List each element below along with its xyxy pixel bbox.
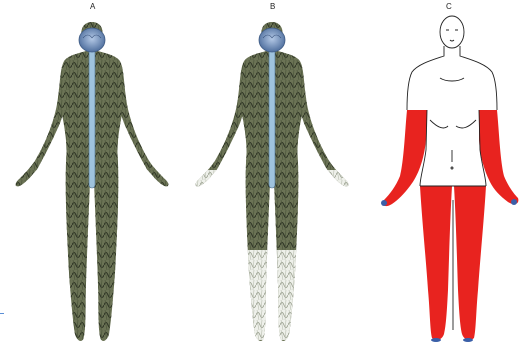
spinal-cord-b [269,48,275,188]
figure-a-nervous-system [10,20,180,341]
brain-a [79,28,105,52]
spinal-cord-a [89,48,95,188]
red-region-right-leg [454,186,486,340]
brain-b [259,28,285,52]
edge-mark [0,313,4,314]
figure-b-nervous-system-partial [190,20,364,341]
red-region-left-leg [420,186,452,340]
figure-c-body-outline [381,16,518,342]
